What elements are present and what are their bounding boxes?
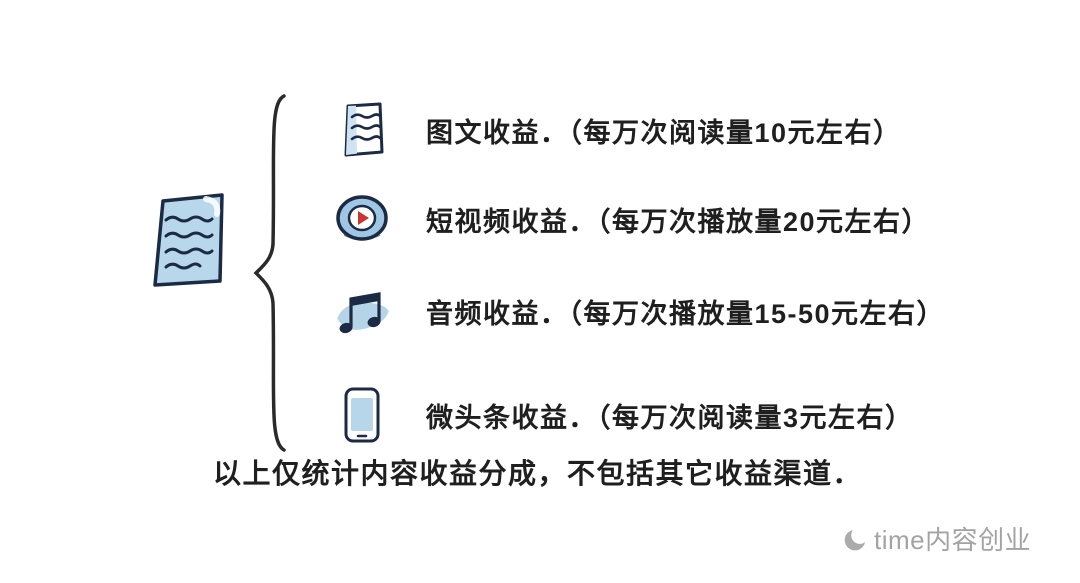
watermark-text: time内容创业 [874, 525, 1032, 555]
row-audio-income: 音频收益．（每万次播放量15-50元左右） [330, 285, 945, 337]
footnote-text: 以上仅统计内容收益分成，不包括其它收益渠道． [213, 458, 863, 489]
article-document-icon [330, 102, 394, 158]
row-label: 短视频收益．（每万次播放量20元左右） [426, 206, 931, 237]
row-video-income: 短视频收益．（每万次播放量20元左右） [330, 194, 930, 244]
crescent-moon-icon [842, 526, 868, 552]
row-article-income: 图文收益．（每万次阅读量10元左右） [330, 102, 902, 158]
row-label: 音频收益．（每万次播放量15-50元左右） [426, 298, 946, 329]
video-play-icon [330, 194, 394, 244]
row-label: 图文收益．（每万次阅读量10元左右） [426, 117, 902, 148]
row-label: 微头条收益．（每万次阅读量3元左右） [426, 402, 914, 433]
row-microblog-income: 微头条收益．（每万次阅读量3元左右） [330, 386, 914, 444]
smartphone-icon [330, 386, 394, 444]
music-notes-icon [330, 285, 394, 337]
note-document-icon [148, 192, 232, 290]
watermark: time内容创业 [842, 520, 1031, 557]
curly-brace [252, 92, 292, 456]
